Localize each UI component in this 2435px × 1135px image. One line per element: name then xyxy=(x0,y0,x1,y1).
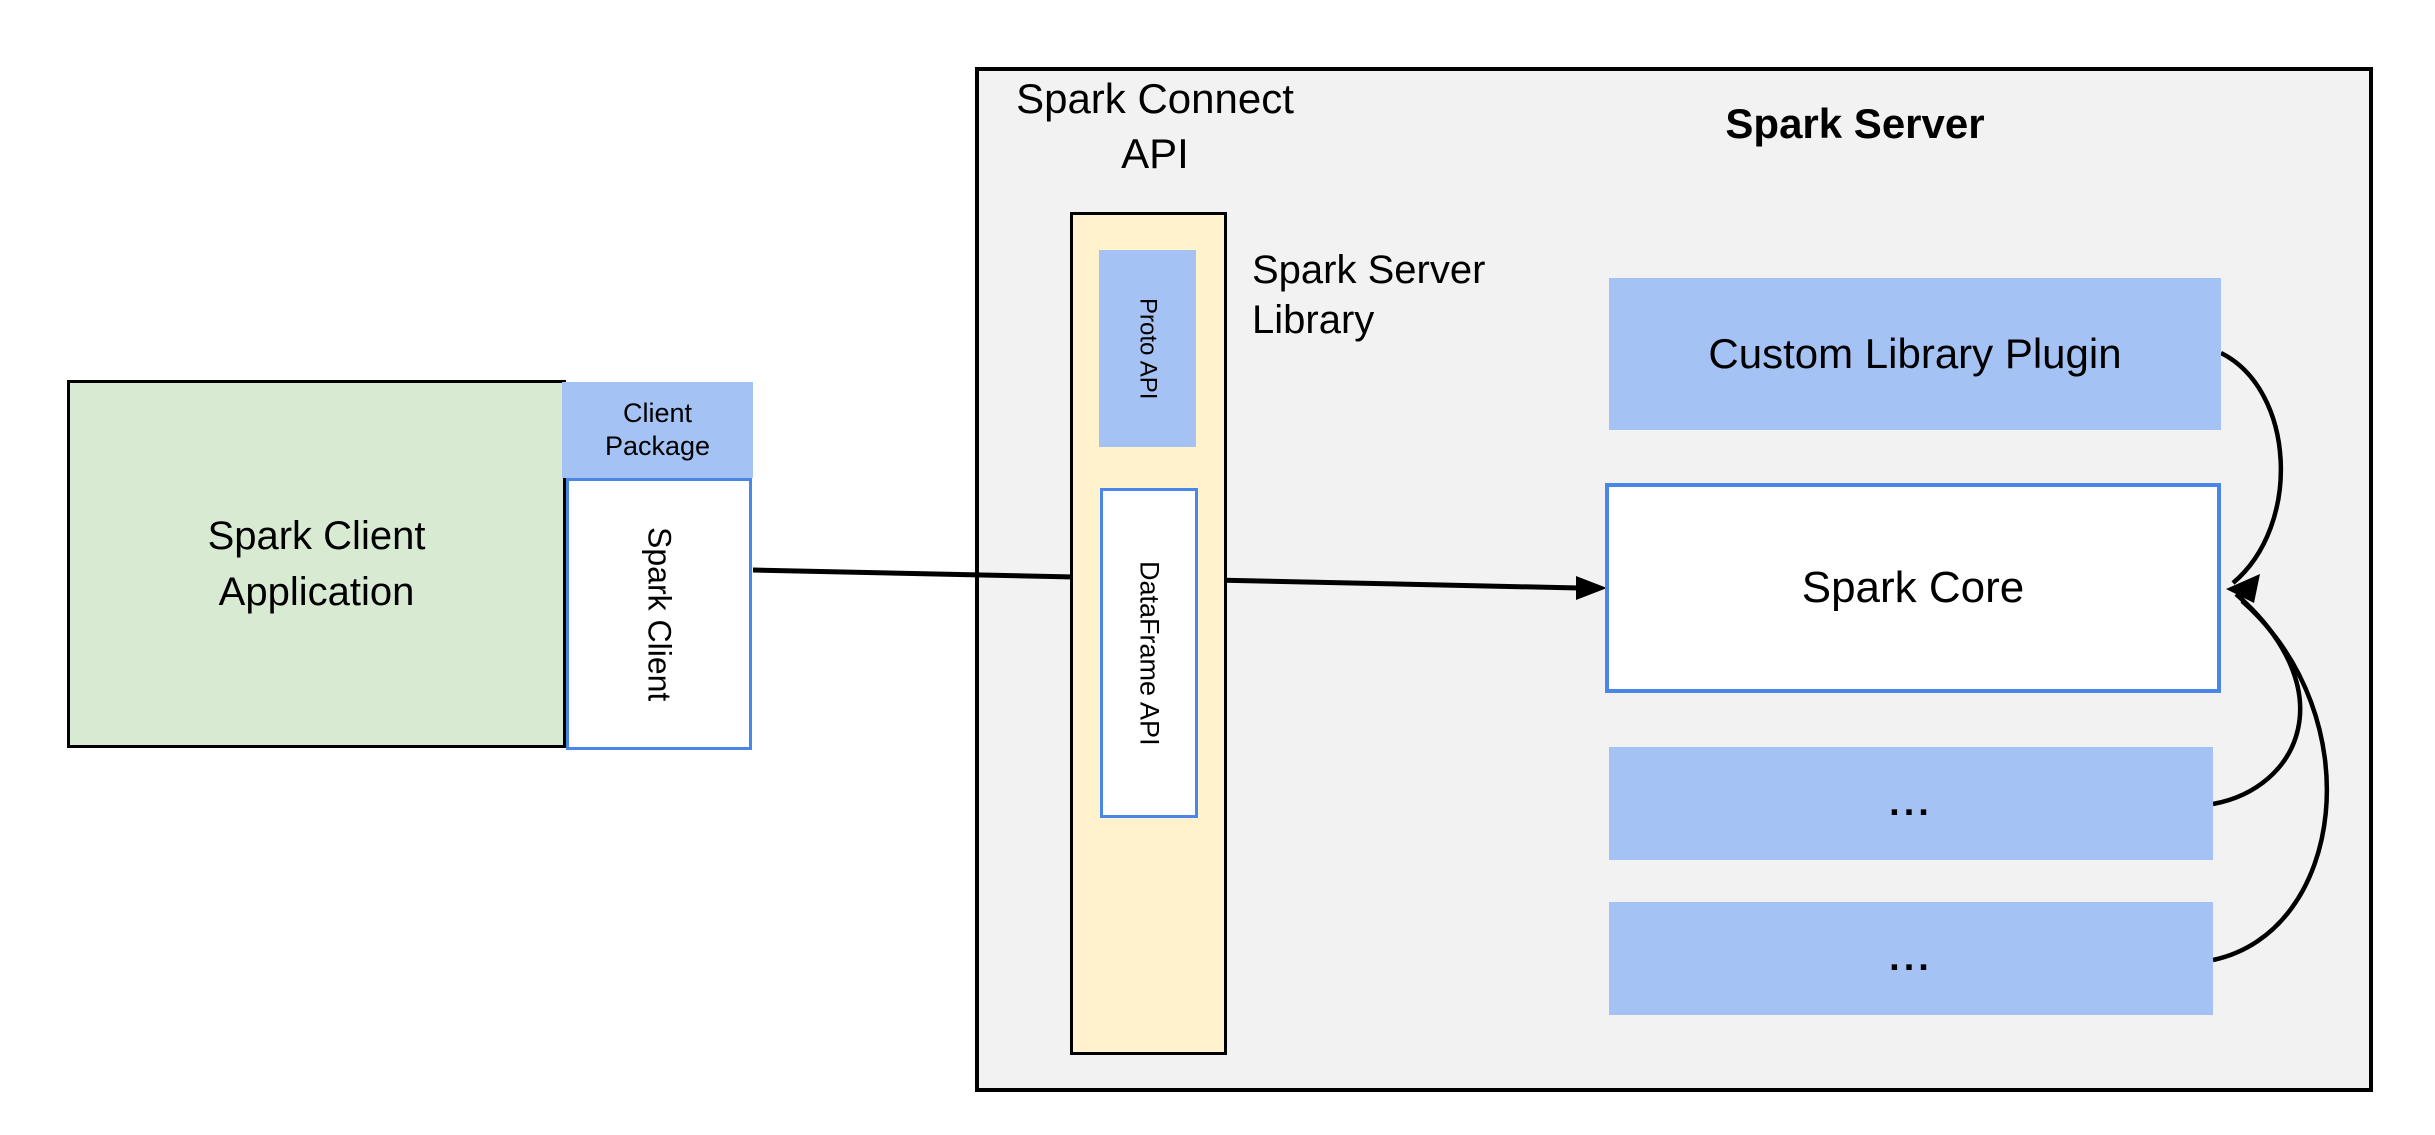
spark-connect-api-title-line2: API xyxy=(1121,129,1189,177)
ellipsis-box-2-label: ... xyxy=(1889,937,1933,979)
proto-api-label: Proto API xyxy=(1134,297,1162,400)
spark-client-application-label-line2: Application xyxy=(218,570,415,614)
ellipsis-box-1-label: ... xyxy=(1889,782,1933,824)
spark-core-label: Spark Core xyxy=(1801,563,2025,612)
client-package-box: Client Package xyxy=(562,382,753,478)
spark-client-application-label: Spark Client Application xyxy=(208,508,426,620)
spark-client-application-box: Spark Client Application xyxy=(67,380,566,748)
ellipsis-box-2: ... xyxy=(1609,902,2213,1015)
spark-client-box: Spark Client xyxy=(566,478,752,750)
spark-server-title: Spark Server xyxy=(1725,100,1985,147)
spark-core-box: Spark Core xyxy=(1605,483,2221,693)
spark-client-application-label-line1: Spark Client xyxy=(207,514,426,558)
client-package-label: Client Package xyxy=(605,397,710,463)
spark-client-label: Spark Client xyxy=(641,526,678,702)
spark-connect-api-title-line1: Spark Connect xyxy=(1016,75,1294,122)
spark-server-library-label-line2: Library xyxy=(1252,298,1375,342)
spark-connect-api-title: Spark Connect API xyxy=(960,72,1350,181)
dataframe-api-label: DataFrame API xyxy=(1134,560,1165,746)
client-package-label-line2: Package xyxy=(604,431,711,461)
proto-api-box: Proto API xyxy=(1099,250,1196,447)
custom-library-plugin-box: Custom Library Plugin xyxy=(1609,278,2221,430)
spark-server-library-label-line1: Spark Server xyxy=(1252,248,1486,292)
custom-library-plugin-label: Custom Library Plugin xyxy=(1708,330,2122,377)
ellipsis-box-1: ... xyxy=(1609,747,2213,860)
client-package-label-line1: Client xyxy=(622,398,692,429)
spark-server-library-label: Spark Server Library xyxy=(1252,245,1572,345)
dataframe-api-box: DataFrame API xyxy=(1100,488,1198,818)
